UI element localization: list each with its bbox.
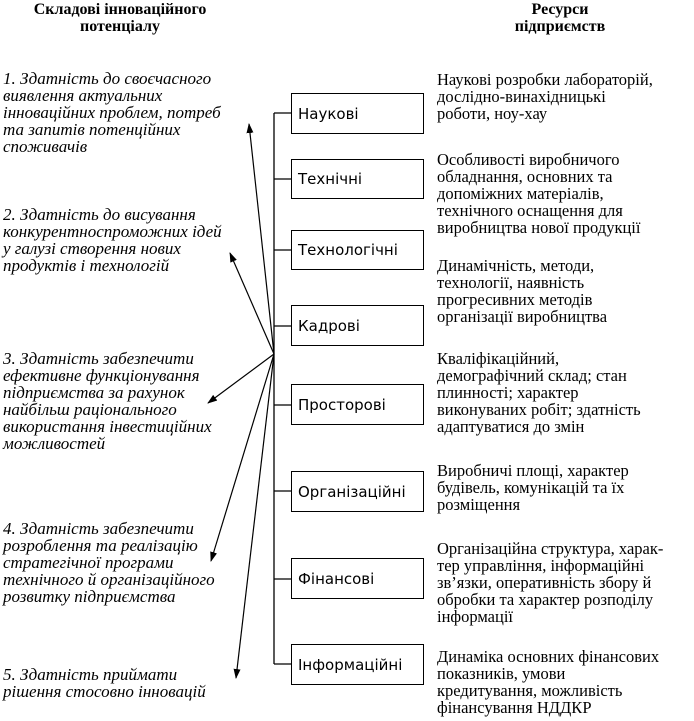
capability-1: 1. Здатність до своєчасного виявлення ак… (3, 70, 221, 155)
left-column-header: Складові інноваційного потенціалу (0, 1, 240, 35)
description-tekhnolohichni: Динамічність, методи, технології, наявні… (437, 257, 607, 325)
description-finansovi: Динаміка основних фінансових показників,… (437, 648, 659, 716)
capability-2-line: продуктів і технологій (3, 256, 170, 275)
description-orhanizatsiini: Організаційна структура, харак- тер упра… (437, 540, 663, 625)
description-line: Динаміка основних фінансових (437, 647, 660, 666)
resource-box-tekhnolohichni: Технологічні (291, 230, 424, 270)
description-line: дослідно-винахідницькі (437, 87, 606, 106)
description-line: показників, умови (437, 664, 566, 683)
description-line: обладнання, основних та (437, 167, 613, 186)
description-line: розміщення (437, 495, 521, 514)
description-line: адаптуватися до змін (437, 417, 585, 436)
description-naukovi: Наукові розробки лабораторій, дослідно-в… (437, 71, 653, 122)
arrow-to-capability-2 (229, 252, 275, 355)
resource-box-orhanizatsiini: Організаційні (291, 471, 424, 512)
capability-4-line: розроблення та реалізацію (3, 536, 198, 555)
resource-box-label: Кадрові (298, 316, 360, 335)
capability-4-line: технічного й організаційного (3, 570, 215, 589)
capability-1-line: інноваційних проблем, потреб (3, 103, 221, 122)
left-header-line-2: потенціалу (80, 18, 160, 35)
description-line: демографічний склад; стан (437, 366, 627, 385)
description-kadrovi: Кваліфікаційний, демографічний склад; ст… (437, 350, 641, 435)
description-line: фінансування НДДКР (437, 698, 592, 717)
description-line: виробництва нової продукції (437, 218, 641, 237)
description-line: плинності; характер (437, 383, 579, 402)
capability-3-line: ефективне функціонування (3, 366, 200, 385)
right-header-line-1: Ресурси (531, 1, 589, 18)
resource-box-naukovi: Наукові (291, 93, 424, 134)
resource-box-finansovi: Фінансові (291, 558, 424, 599)
description-line: організації виробництва (437, 307, 608, 326)
description-line: Особливості виробничого (437, 150, 620, 169)
right-column-header: Ресурси підприємств (440, 1, 680, 35)
resource-box-tekhnichni: Технічні (291, 159, 424, 199)
resource-box-informatsiini: Інформаційні (291, 644, 424, 685)
resource-box-prostorovi: Просторові (291, 384, 424, 425)
capability-2-line: 2. Здатність до висування (3, 205, 196, 224)
description-line: зв’язки, оперативність збору й (437, 573, 652, 592)
capability-3-line: 3. Здатність забезпечити (3, 349, 194, 368)
description-prostorovi: Виробничі площі, характер будівель, кому… (437, 462, 629, 513)
resource-box-label: Інформаційні (298, 655, 403, 674)
resource-box-label: Технічні (298, 170, 363, 188)
capability-3-line: використання інвестиційних (3, 417, 212, 436)
arrow-to-capability-3 (207, 353, 275, 404)
capability-2: 2. Здатність до висування конкурентноспр… (3, 206, 222, 274)
capability-1-line: та запитів потенційних (3, 120, 181, 139)
capability-3-line: підприємства за рахунок (3, 383, 185, 402)
capability-1-line: виявлення актуальних (3, 86, 163, 105)
description-line: Наукові розробки лабораторій, (437, 70, 653, 89)
resource-box-kadrovi: Кадрові (291, 305, 424, 346)
description-line: технічного оснащення для (437, 201, 623, 220)
description-line: роботи, ноу-хау (437, 104, 548, 123)
description-line: Виробничі площі, характер (437, 461, 629, 480)
capability-3-line: можливостей (3, 434, 106, 453)
description-line: технології, наявність (437, 273, 585, 292)
arrow-to-capability-4 (210, 353, 275, 562)
resource-box-label: Просторові (298, 395, 386, 414)
description-line: інформації (437, 607, 514, 626)
resource-box-label: Організаційні (298, 482, 406, 501)
description-tekhnichni: Особливості виробничого обладнання, осно… (437, 151, 640, 236)
arrow-to-capability-1 (246, 123, 275, 355)
resource-box-label: Фінансові (298, 569, 375, 588)
description-line: Організаційна структура, харак- (437, 539, 664, 558)
right-header-line-2: підприємств (514, 18, 606, 35)
capability-3: 3. Здатність забезпечити ефективне функц… (3, 350, 212, 452)
capability-5-line: рішення стосовно інновацій (3, 682, 206, 701)
capability-4-line: розвитку підприємства (3, 587, 176, 606)
capability-5-line: 5. Здатність приймати (3, 665, 178, 684)
description-line: будівель, комунікацій та їх (437, 478, 625, 497)
capability-2-line: конкурентноспроможних ідей (3, 222, 222, 241)
description-line: обробки та характер розподілу (437, 590, 654, 609)
description-line: виконуваних робіт; здатність (437, 400, 641, 419)
capability-4-line: 4. Здатність забезпечити (3, 519, 194, 538)
description-line: допоміжних матеріалів, (437, 184, 604, 203)
capability-3-line: найбільш раціонального (3, 400, 177, 419)
capability-4-line: стратегічної програми (3, 553, 174, 572)
resource-box-label: Наукові (298, 104, 359, 123)
description-line: Кваліфікаційний, (437, 349, 560, 368)
capability-4: 4. Здатність забезпечити розроблення та … (3, 520, 215, 605)
capability-1-line: споживачів (3, 137, 88, 156)
capability-2-line: у галузі створення нових (3, 239, 181, 258)
arrow-to-capability-5 (233, 353, 275, 679)
capability-1-line: 1. Здатність до своєчасного (3, 69, 212, 88)
capability-5: 5. Здатність приймати рішення стосовно і… (3, 666, 206, 700)
resource-box-label: Технологічні (298, 241, 398, 259)
description-line: тер управління, інформаційні (437, 556, 645, 575)
description-line: кредитування, можливість (437, 681, 623, 700)
description-line: Динамічність, методи, (437, 256, 595, 275)
left-header-line-1: Складові інноваційного (33, 1, 207, 18)
description-line: прогресивних методів (437, 290, 593, 309)
